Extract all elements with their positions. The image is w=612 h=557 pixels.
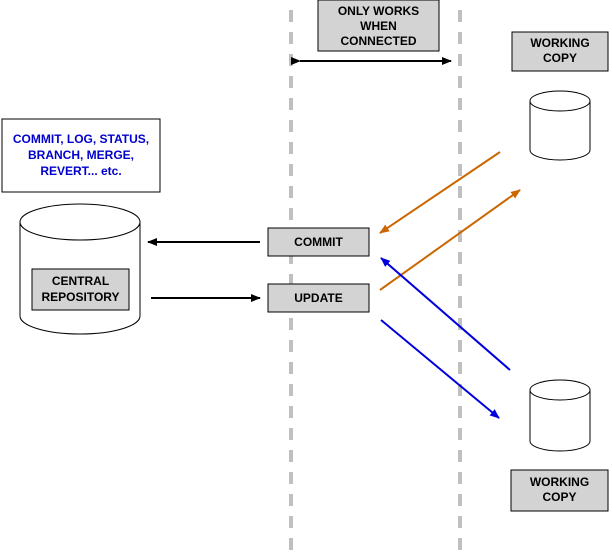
working-copy-bottom-cylinder [529,379,591,452]
commands-note-line-3: REVERT... etc. [40,164,121,178]
connected-note-line-2: WHEN [360,19,397,33]
commit-label: COMMIT [294,235,343,249]
commands-note: COMMIT, LOG, STATUS, BRANCH, MERGE, REVE… [1,118,161,193]
bottom-copy-to-commit-arrow [380,257,511,371]
update-to-bottom-copy-arrow [380,319,500,419]
working-copy-top-line-2: COPY [543,51,577,65]
working-copy-bottom-line-2: COPY [542,490,576,504]
connected-note-line-1: ONLY WORKS [338,4,419,18]
central-repository-line-1: CENTRAL [52,274,109,288]
working-copy-bottom-line-1: WORKING [530,475,589,489]
commit-box: COMMIT [267,227,370,257]
commands-note-line-1: COMMIT, LOG, STATUS, [13,132,149,146]
commands-note-line-2: BRANCH, MERGE, [28,148,134,162]
update-to-top-copy-arrow [379,189,521,291]
update-box: UPDATE [267,283,370,313]
update-label: UPDATE [294,291,342,305]
working-copy-bottom-label: WORKING COPY [510,469,609,512]
connected-note-line-3: CONNECTED [340,34,416,48]
working-copy-top-cylinder [529,90,591,161]
connected-note: ONLY WORKS WHEN CONNECTED [317,0,440,52]
working-copy-top-label: WORKING COPY [511,31,609,72]
central-repository-line-2: REPOSITORY [41,290,119,304]
working-copy-top-line-1: WORKING [530,36,589,50]
central-repository-label: CENTRAL REPOSITORY [31,268,130,311]
top-copy-to-commit-arrow [379,151,501,234]
